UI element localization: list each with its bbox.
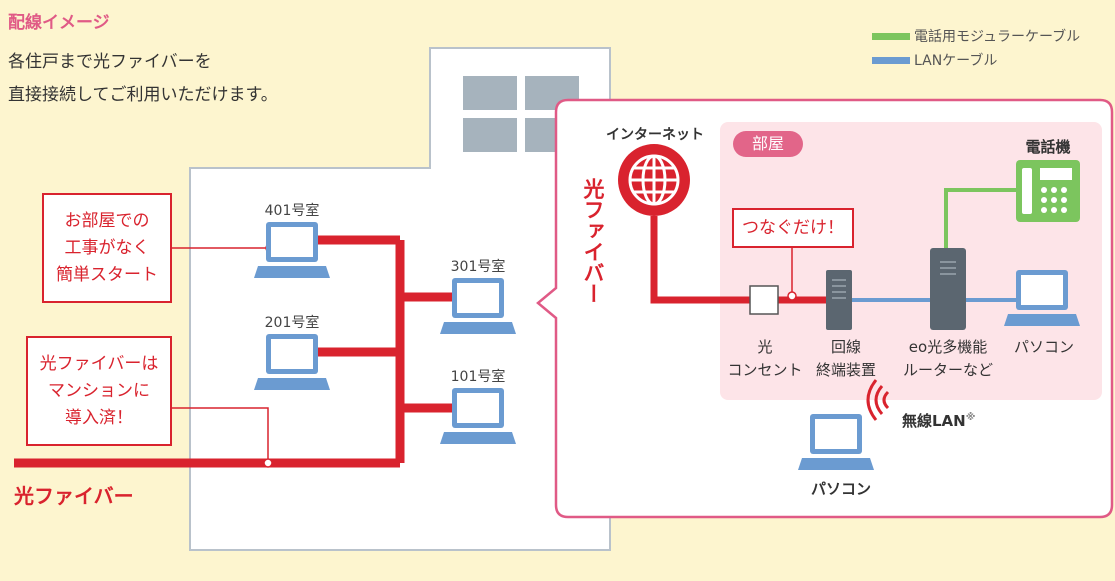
laptop-icon [440, 278, 516, 334]
fiber-label: 光ファイバー [14, 484, 134, 508]
diagram-description: 各住戸まで光ファイバーを 直接接続してご利用いただけます。 [8, 52, 278, 105]
laptop-icon [1004, 270, 1080, 326]
room-fiber-line [650, 216, 750, 304]
diagram-title: 配線イメージ [8, 13, 110, 33]
laptop-icon [254, 334, 330, 390]
phone-label: 電話機 [1025, 138, 1071, 156]
phone-icon [1016, 160, 1080, 222]
outlet-label: 光 コンセント [727, 338, 803, 379]
wireless-note-mark: ※ [965, 412, 976, 423]
room-label-101: 101号室 [450, 369, 506, 385]
room-label-301: 301号室 [450, 259, 506, 275]
legend-swatch [872, 32, 910, 40]
onu-label: 回線 終端装置 [815, 338, 876, 379]
laptop-icon [798, 414, 874, 470]
legend-item-phone-cable: 電話用モジュラーケーブル [872, 24, 1080, 48]
room-label-401: 401号室 [264, 203, 320, 219]
callout-dot [787, 291, 797, 301]
room-badge: 部屋 [733, 131, 803, 157]
laptop-icon [254, 222, 330, 278]
wifi-waves-icon [866, 379, 890, 421]
fiber-vertical-label: 光ファイバー [581, 178, 605, 304]
room-label-201: 201号室 [264, 315, 320, 331]
wireless-lan-label: 無線LAN※ [902, 406, 975, 433]
router-icon [930, 248, 966, 330]
internet-label: インターネット [606, 127, 704, 143]
legend-item-lan-cable: LANケーブル [872, 48, 1080, 72]
callout-leader [172, 407, 269, 463]
wireless-lan-text: 無線LAN [902, 412, 966, 430]
legend-label: 電話用モジュラーケーブル [914, 29, 1081, 45]
callout-dot [263, 458, 273, 468]
globe-icon [618, 144, 690, 216]
callout-fiber-installed: 光ファイバーは マンションに 導入済！ [26, 336, 172, 446]
building-window [463, 118, 517, 152]
laptop-icon [440, 388, 516, 444]
onu-device-icon [826, 270, 852, 330]
phone-cable [944, 188, 1016, 248]
callout-just-connect: つなぐだけ！ [732, 208, 854, 248]
callout-no-construction: お部屋での 工事がなく 簡単スタート [42, 193, 172, 303]
pc-label: パソコン [1013, 338, 1074, 356]
building-fiber-lines [14, 235, 452, 468]
building-window [463, 76, 517, 110]
legend-label: LANケーブル [914, 53, 998, 69]
optical-outlet-icon [749, 285, 779, 315]
legend-swatch [872, 56, 910, 64]
router-label: eo光多機能 ルーターなど [902, 338, 993, 379]
legend: 電話用モジュラーケーブル LANケーブル [872, 24, 1080, 72]
pc-wireless-label: パソコン [810, 480, 871, 498]
